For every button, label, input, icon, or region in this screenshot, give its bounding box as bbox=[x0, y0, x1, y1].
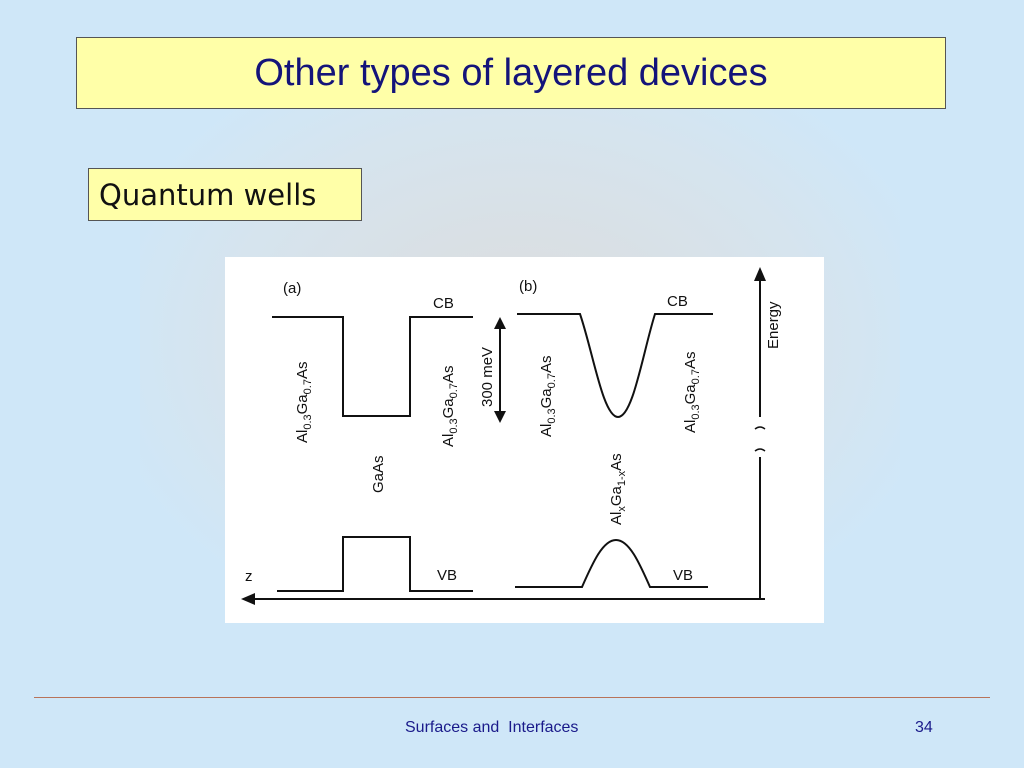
slide-title: Other types of layered devices bbox=[254, 51, 768, 94]
panel-b-label: (b) bbox=[519, 278, 537, 295]
z-axis-label: z bbox=[245, 568, 253, 585]
panel-a-label: (a) bbox=[283, 280, 301, 297]
panel-a-barrier-left: Al0.3Ga0.7As bbox=[294, 362, 314, 443]
z-axis-arrowhead bbox=[241, 593, 255, 605]
offset-label: 300 meV bbox=[479, 347, 496, 407]
energy-axis-label: Energy bbox=[765, 301, 782, 349]
subtitle-box: Quantum wells bbox=[88, 168, 362, 221]
panel-b-barrier-right: Al0.3Ga0.7As bbox=[682, 352, 702, 433]
axis-break-mark-bottom bbox=[754, 448, 766, 452]
panel-a-cb-profile bbox=[272, 316, 473, 417]
axis-break-mark-top bbox=[754, 426, 766, 430]
panel-a-cb-label: CB bbox=[433, 295, 454, 312]
panel-b-vb-label: VB bbox=[673, 567, 693, 584]
panel-b-cb-label: CB bbox=[667, 293, 688, 310]
panel-b-barrier-left: Al0.3Ga0.7As bbox=[538, 356, 558, 437]
footer-divider bbox=[34, 697, 990, 698]
offset-arrow-head-up bbox=[494, 317, 506, 329]
title-box: Other types of layered devices bbox=[76, 37, 946, 109]
quantum-well-figure: (a) CB VB Al0.3Ga0.7As Al0.3Ga0.7As GaAs… bbox=[225, 257, 824, 623]
footer-page-number: 34 bbox=[915, 719, 933, 736]
panel-a-vb-label: VB bbox=[437, 567, 457, 584]
panel-a-well-label: GaAs bbox=[370, 455, 387, 493]
panel-a-barrier-right: Al0.3Ga0.7As bbox=[440, 366, 460, 447]
energy-axis-arrowhead bbox=[754, 267, 766, 281]
panel-b-cb-profile bbox=[517, 313, 713, 419]
footer-course: Surfaces and Interfaces bbox=[405, 719, 579, 736]
offset-arrow-head-down bbox=[494, 411, 506, 423]
band-diagram: (a) CB VB Al0.3Ga0.7As Al0.3Ga0.7As GaAs… bbox=[241, 267, 782, 605]
panel-b-vb-profile bbox=[515, 538, 708, 588]
slide-subtitle: Quantum wells bbox=[99, 177, 317, 212]
panel-b-well-label: AlxGa1-xAs bbox=[608, 453, 628, 525]
panel-a-vb-profile bbox=[277, 536, 473, 592]
